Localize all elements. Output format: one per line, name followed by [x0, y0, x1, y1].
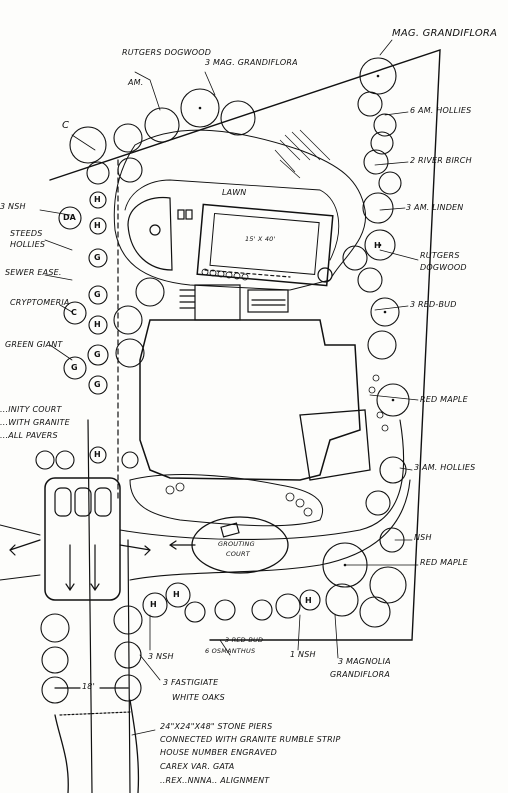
label-pool-size: 15' X 40'	[245, 235, 276, 243]
hatched-bed	[274, 129, 331, 179]
tag-g: G	[94, 350, 101, 359]
tag-h: H	[94, 320, 101, 329]
label-mag-grandiflora-3: 3 MAG. GRANDIFLORA	[205, 58, 298, 67]
driveway-edge-right	[127, 539, 131, 793]
court-side-line-2	[0, 574, 41, 581]
label-nsh-3-bottom: 3 NSH	[148, 652, 174, 661]
front-walk	[119, 419, 405, 541]
label-piers-5: ..REX..NNNA.. ALIGNMENT	[160, 776, 270, 785]
shrub-row	[165, 268, 389, 517]
label-nsh-3-left: 3 NSH	[0, 202, 26, 211]
steps-lines	[179, 289, 286, 309]
patio-ring	[127, 196, 173, 271]
label-cryptomeria: CRYPTOMERIA	[10, 298, 70, 307]
tag-c: C	[71, 308, 77, 317]
label-osmanthus: 6 OSMANTHUS	[205, 647, 256, 655]
front-bed	[129, 474, 323, 527]
label-piers-1: 24"X24"X48" STONE PIERS	[160, 722, 273, 731]
label-lawn: LAWN	[222, 188, 247, 197]
arrow-down-1	[65, 544, 75, 592]
label-piers-2: CONNECTED WITH GRANITE RUMBLE STRIP	[160, 735, 341, 744]
label-am-hollies-6: 6 AM. HOLLIES	[410, 106, 472, 115]
parking-bay-3	[94, 487, 112, 517]
label-mag-grandiflora-top: MAG. GRANDIFLORA	[392, 28, 498, 39]
label-nsh-1: 1 NSH	[290, 650, 316, 659]
pier-path	[54, 699, 140, 793]
tag-g: G	[94, 290, 101, 299]
tag-h: H	[150, 600, 157, 609]
label-fastigiate-1: 3 FASTIGIATE	[163, 678, 219, 687]
tag-g: G	[71, 363, 78, 372]
label-grandiflora: GRANDIFLORA	[330, 670, 391, 679]
label-nsh-right: NSH	[414, 533, 432, 542]
arrow-down-2	[90, 544, 100, 592]
rumble-strip	[59, 711, 131, 716]
label-piers-3: HOUSE NUMBER ENGRAVED	[160, 748, 277, 757]
back-terrace	[194, 284, 241, 321]
back-steps	[247, 289, 289, 313]
label-granite-court-2: ...WITH GRANITE	[0, 418, 70, 427]
label-fastigiate-2: WHITE OAKS	[172, 693, 225, 702]
trees	[35, 57, 410, 704]
tag-h: H	[305, 596, 312, 605]
label-granite-court-1: ...INITY COURT	[0, 405, 62, 414]
label-am-linden-3: 3 AM. LINDEN	[406, 203, 464, 212]
label-piers-4: CAREX VAR. GATA	[160, 762, 235, 771]
spa	[317, 267, 333, 283]
pool-inner	[209, 212, 320, 275]
arrow-left	[9, 539, 41, 556]
tag-h: H	[374, 241, 381, 250]
lawn-inner	[124, 179, 340, 261]
label-rutgers-dogwood-top: RUTGERS DOGWOOD	[122, 48, 212, 57]
court-side-line	[0, 524, 41, 536]
parking-bay-1	[54, 487, 72, 517]
tag-h: H	[94, 450, 101, 459]
label-steeds-hollies: STEEDS HOLLIES	[10, 229, 46, 249]
lawn-outline	[113, 129, 367, 291]
driveway-edge-left	[87, 419, 93, 793]
label-grouting-court-1: GROUTING	[218, 540, 255, 548]
tag-h: H	[94, 195, 101, 204]
parking-court	[44, 477, 121, 601]
arrow-right	[119, 544, 151, 556]
parking-bay-2	[74, 487, 92, 517]
label-magnolia-3: 3 MAGNOLIA	[338, 657, 391, 666]
arrow-court	[168, 540, 196, 550]
label-grouting-court-2: COURT	[226, 550, 250, 558]
garage-outline	[299, 409, 371, 481]
label-granite-court-3: ...ALL PAVERS	[0, 431, 58, 440]
label-sewer-ease: SEWER EASE.	[5, 268, 62, 277]
patio-fountain	[149, 224, 161, 236]
chair-1	[177, 209, 185, 220]
label-red-bud-bottom: 3 RED-BUD	[225, 636, 264, 644]
label-c-top: C	[62, 120, 70, 131]
court-feature	[220, 522, 240, 538]
tag-h: H	[173, 590, 180, 599]
drive-sweep	[129, 479, 411, 581]
tag-h: H	[94, 221, 101, 230]
label-red-maple-1: RED MAPLE	[420, 395, 468, 404]
tree-centers	[198, 74, 395, 567]
label-red-maple-2: RED MAPLE	[420, 558, 468, 567]
house-outline	[139, 319, 361, 481]
tag-da: DA	[63, 213, 76, 222]
chair-2	[185, 209, 193, 220]
label-am-top: AM.	[128, 78, 144, 87]
tag-g: G	[94, 253, 101, 262]
label-dim-18: 18'	[82, 682, 95, 691]
label-river-birch-2: 2 RIVER BIRCH	[410, 156, 472, 165]
tag-g: G	[94, 380, 101, 389]
property-line	[49, 49, 441, 641]
label-green-giant: GREEN GIANT	[5, 340, 63, 349]
label-rutgers-dogwood-right: RUTGERS DOGWOOD	[420, 251, 467, 272]
label-red-bud-3: 3 RED-BUD	[410, 300, 457, 309]
label-am-hollies-3: 3 AM. HOLLIES	[414, 463, 476, 472]
pool-outline	[196, 203, 334, 287]
